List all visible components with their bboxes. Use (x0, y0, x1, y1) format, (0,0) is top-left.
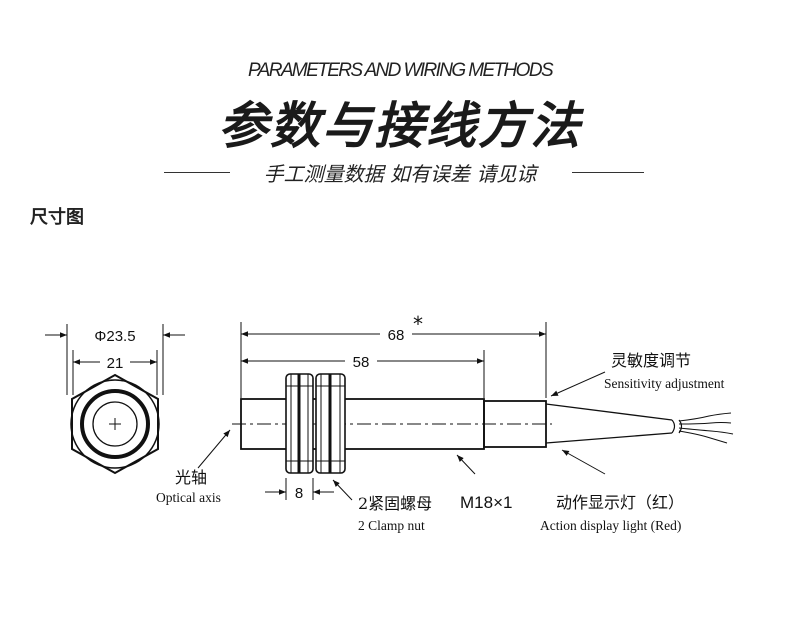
wire-3 (678, 427, 734, 435)
hex-outline (71, 373, 159, 475)
title-chinese: 参数与接线方法 (218, 97, 582, 155)
leader-optical-axis (197, 429, 231, 469)
cable-top (545, 403, 673, 421)
lens-circle (92, 401, 138, 447)
sensitivity-label-en: Sensitivity adjustment (604, 376, 725, 391)
cable-cut-1 (671, 419, 676, 434)
cable-bottom (545, 432, 673, 444)
clamp-nut-label-cn: 2紧固螺母 (358, 494, 432, 513)
subtitle-row: 手工测量数据 如有误差 请见谅 (0, 158, 800, 188)
clamp-nut-1 (285, 373, 314, 474)
clamp-nut-2 (315, 373, 346, 474)
total-length-asterisk: * (413, 312, 423, 336)
thread-label: M18×1 (460, 493, 512, 512)
leader-sensitivity (550, 371, 606, 397)
leader-action-light (561, 449, 606, 475)
body-length-label: 58 (353, 354, 370, 371)
clamp-nut-label-en: 2 Clamp nut (358, 518, 425, 533)
action-light-label-en: Action display light (Red) (540, 518, 681, 533)
hex-width-label: 21 (107, 355, 124, 372)
section-heading: 尺寸图 (30, 207, 84, 228)
optical-axis-label-cn: 光轴 (175, 468, 207, 487)
sensitivity-label-cn: 灵敏度调节 (611, 351, 691, 370)
subtitle-rule-left (164, 172, 230, 173)
nut-thickness-label: 8 (295, 485, 303, 502)
wire-2 (678, 422, 732, 425)
wire-4 (678, 430, 728, 444)
subtitle: 手工测量数据 如有误差 请见谅 (263, 162, 537, 186)
title-english: PARAMETERS AND WIRING METHODS (247, 60, 554, 81)
outer-circle (70, 379, 160, 469)
outer-diameter-label: Φ23.5 (94, 328, 135, 345)
wire-1 (678, 412, 732, 422)
action-light-label-cn: 动作显示灯（红） (556, 493, 684, 512)
optical-axis-label-en: Optical axis (156, 490, 221, 505)
total-length-label: 68 (388, 327, 405, 344)
subtitle-rule-right (572, 172, 644, 173)
side-view (197, 322, 734, 501)
end-view (45, 324, 185, 475)
leader-clamp-nut (332, 479, 353, 501)
thread-circle (80, 389, 150, 459)
leader-thread (456, 454, 476, 475)
